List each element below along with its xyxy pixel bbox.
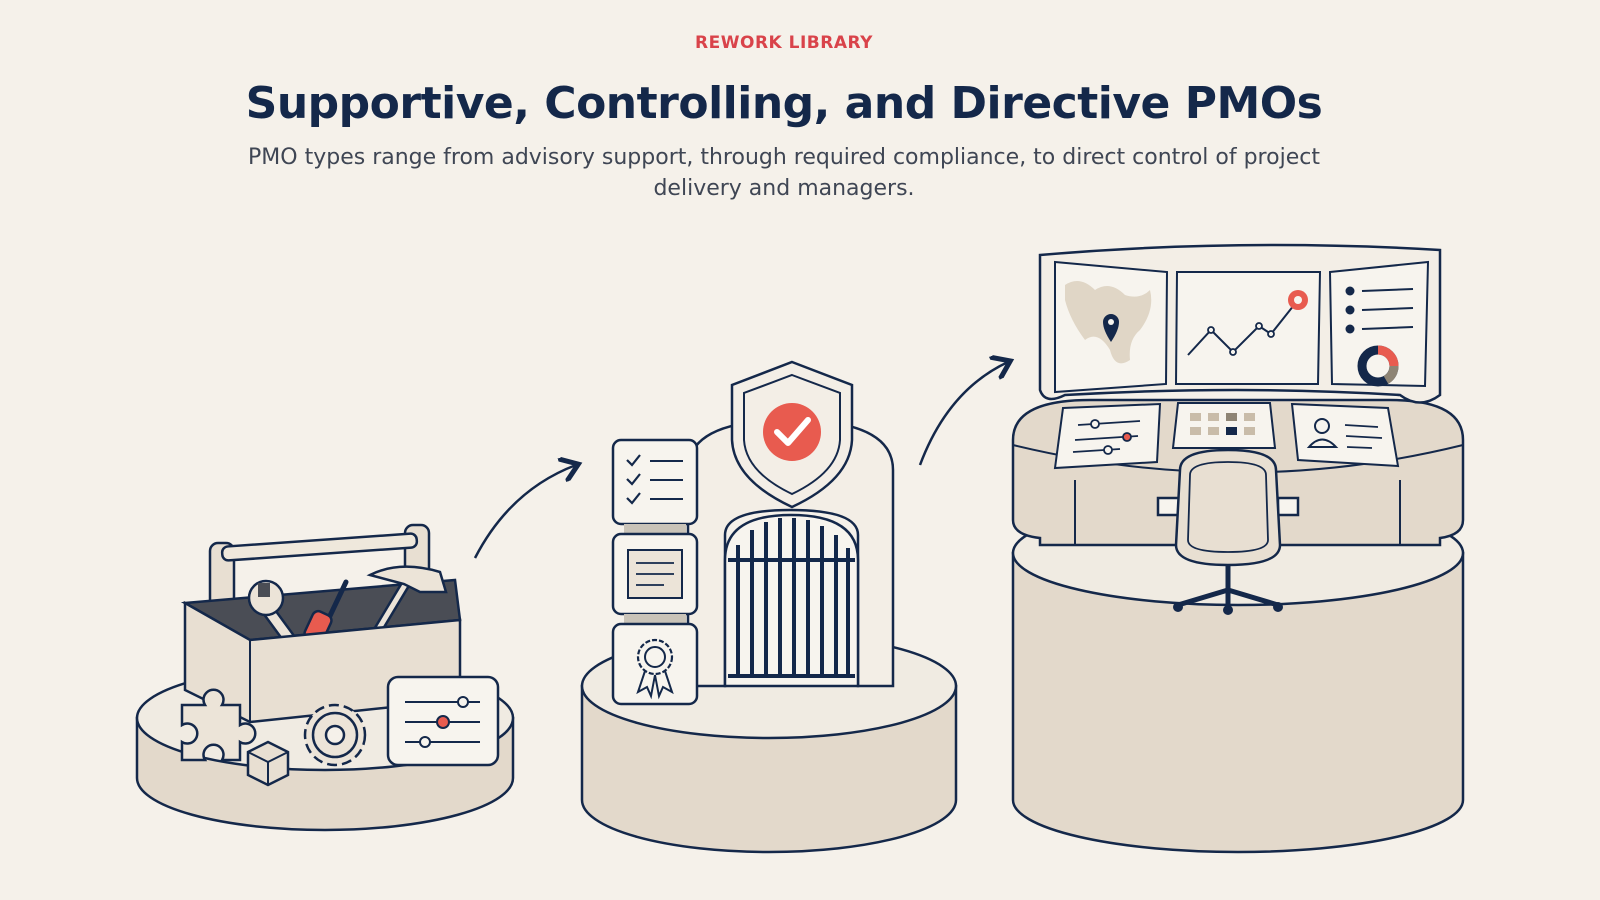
award-card-icon: [611, 622, 699, 706]
page-subtitle: PMO types range from advisory support, t…: [248, 145, 1320, 201]
wrench-icon: [247, 579, 297, 647]
directive-stage: [1011, 243, 1465, 854]
monitor-wall-icon: [1038, 243, 1442, 404]
page-title: Supportive, Controlling, and Directive P…: [245, 78, 1323, 129]
gate-icon: [686, 418, 895, 688]
hammer-icon: [366, 565, 448, 635]
document-card-icon: [611, 532, 699, 616]
card-connector: [624, 614, 686, 624]
progression-arrow-2: [918, 362, 1008, 466]
stats-screen: [1328, 260, 1430, 388]
office-chair-icon: [1156, 448, 1300, 615]
world-map-screen: [1054, 260, 1169, 394]
progression-arrow-1: [473, 465, 576, 559]
cube-icon: [246, 740, 290, 787]
gear-icon: [303, 703, 367, 767]
trend-chart-screen: [1174, 271, 1322, 385]
shield-check-icon: [730, 360, 854, 509]
supportive-stage: [135, 523, 515, 832]
eyebrow-label: REWORK LIBRARY: [695, 33, 873, 53]
sliders-panel-icon: [386, 675, 500, 767]
puzzle-piece-icon: [180, 688, 257, 762]
card-connector: [624, 524, 686, 534]
checklist-card-icon: [611, 438, 699, 526]
controlling-stage: [580, 360, 958, 854]
